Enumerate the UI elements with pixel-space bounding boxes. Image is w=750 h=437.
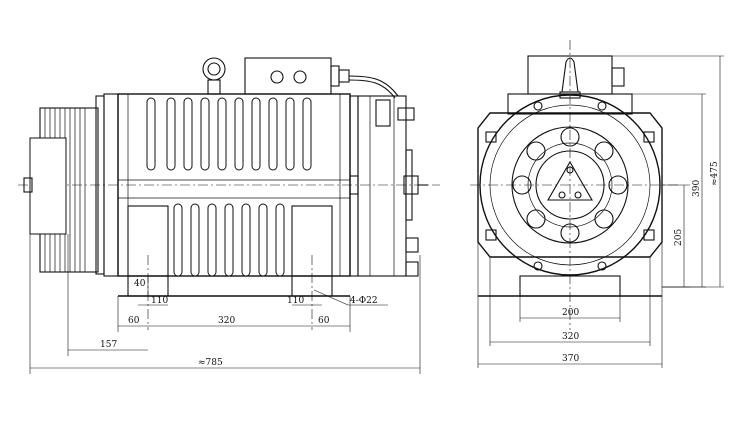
dim-785: ≈785: [198, 358, 223, 368]
side-lifting-eye: [561, 57, 579, 93]
sheave-face: [511, 126, 629, 244]
dim-320: 320: [218, 316, 235, 326]
housing-outer: [479, 94, 661, 276]
dim-110-left: 110: [151, 296, 168, 306]
hub-outer: [535, 150, 605, 220]
side-view: [470, 40, 680, 330]
brake-assembly: [349, 95, 428, 277]
dim-side-320: 320: [562, 332, 579, 342]
dim-475: ≈475: [710, 161, 720, 186]
dim-40: 40: [134, 279, 146, 289]
terminal-box: [244, 57, 399, 99]
traction-sheave: [23, 93, 119, 277]
dim-holes: 4-Φ22: [350, 296, 378, 306]
left-foot-window: [127, 205, 169, 277]
hub-triangle: [547, 160, 593, 201]
motor-body: [117, 93, 351, 330]
front-view: [18, 57, 440, 330]
front-dimensions: 40 110 110 4-Φ22 60 320 60 157 ≈785: [29, 234, 421, 374]
dim-110-right: 110: [287, 296, 304, 306]
dim-200: 200: [562, 308, 579, 318]
dim-60-right: 60: [318, 316, 330, 326]
corner-bolts: [485, 101, 655, 271]
dim-205: 205: [674, 229, 684, 246]
right-foot-window: [291, 205, 333, 277]
side-dimensions: 200 320 370 205 390 ≈475: [477, 55, 724, 368]
sheave-holes: [512, 127, 628, 243]
upper-cooling-fins: [146, 97, 312, 171]
dim-157: 157: [100, 340, 117, 350]
dim-60-left: 60: [128, 316, 140, 326]
lower-cooling-fins: [173, 203, 285, 277]
dim-390: 390: [692, 180, 702, 197]
lifting-eye: [202, 57, 226, 95]
dim-370: 370: [562, 354, 579, 364]
